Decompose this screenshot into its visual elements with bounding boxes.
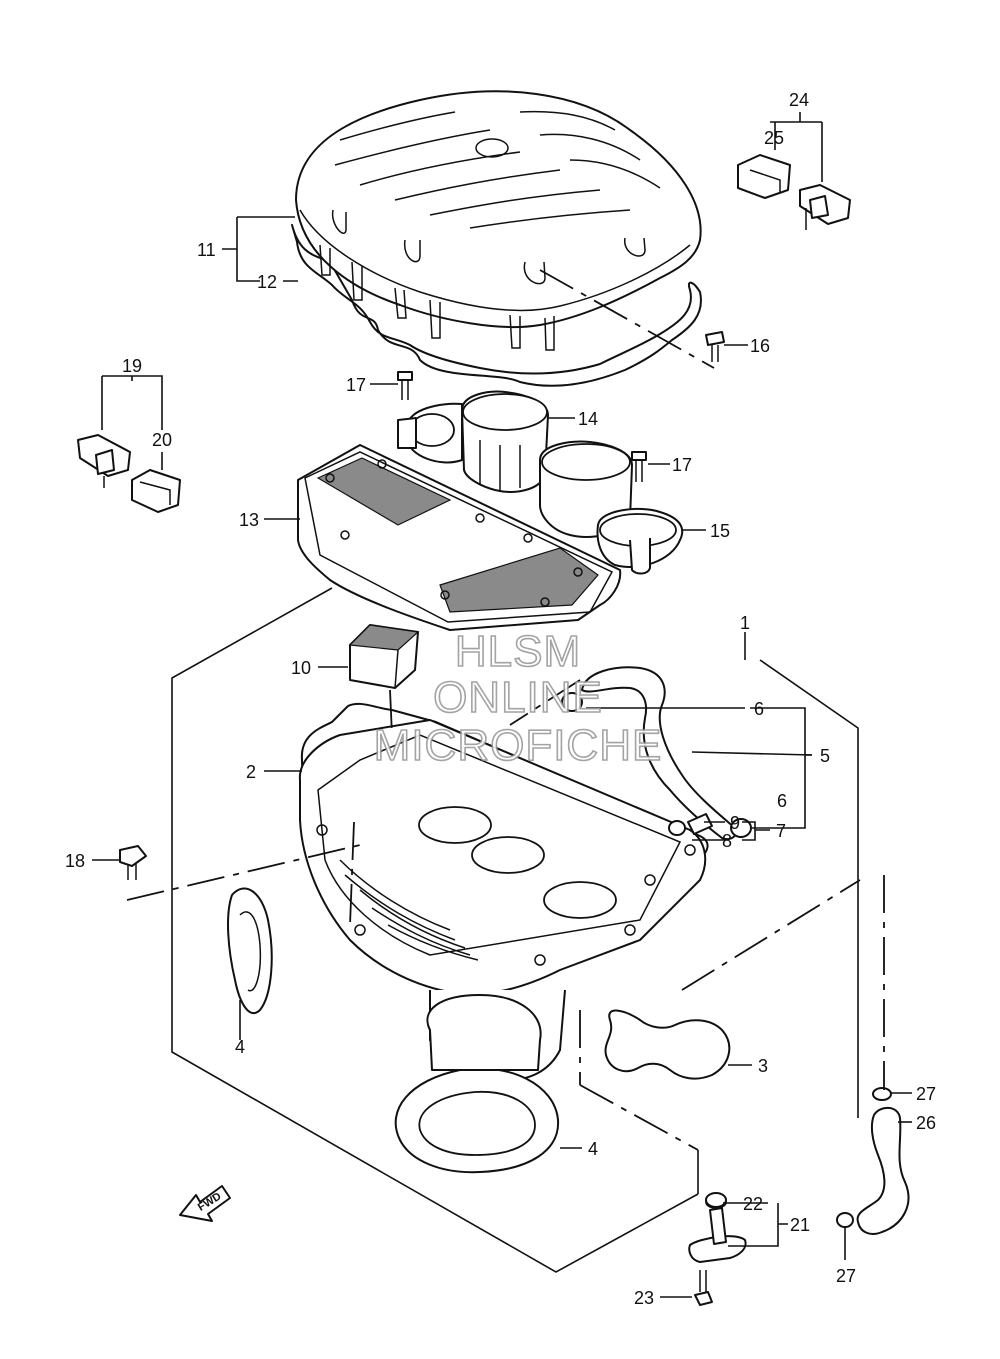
- hose-5: [581, 666, 738, 841]
- label-16: 16: [750, 336, 770, 356]
- label-18: 18: [65, 851, 85, 871]
- clamp-6a: [561, 692, 583, 712]
- leader-lines: [92, 112, 912, 1298]
- label-20: 20: [152, 430, 172, 450]
- label-15: 15: [710, 521, 730, 541]
- joint-4-lower: [394, 994, 560, 1174]
- label-17b: 17: [672, 455, 692, 475]
- label-21: 21: [790, 1215, 810, 1235]
- funnel-14: [407, 390, 549, 493]
- clamp-27-top: [872, 1087, 892, 1101]
- sensor-19: [77, 434, 131, 488]
- label-8: 8: [722, 831, 732, 851]
- part-numbers: 1 2 3 4 4 5 6 6 7 8 9 10 11 12 13 14 15 …: [65, 90, 936, 1308]
- label-3: 3: [758, 1056, 768, 1076]
- screw-23: [694, 1270, 713, 1306]
- seal-3: [604, 1009, 731, 1080]
- label-22: 22: [743, 1194, 763, 1214]
- case-frame: [171, 587, 859, 1273]
- label-27a: 27: [916, 1084, 936, 1104]
- fwd-direction-arrow: FWD: [179, 1185, 231, 1222]
- label-4b: 4: [588, 1139, 598, 1159]
- label-6b: 6: [777, 791, 787, 811]
- label-27b: 27: [836, 1266, 856, 1286]
- label-10: 10: [291, 658, 311, 678]
- dash-lines: [126, 269, 885, 1151]
- watermark-line-2: ONLINE: [433, 673, 603, 722]
- label-19: 19: [122, 356, 142, 376]
- label-12: 12: [257, 272, 277, 292]
- bolt-18: [119, 845, 147, 880]
- air-cleaner-cover-11: [295, 90, 702, 351]
- clamp-6b: [730, 818, 752, 838]
- watermark-line-1: HLSM: [455, 627, 581, 676]
- label-2: 2: [246, 762, 256, 782]
- joint-4-left: [227, 887, 273, 1015]
- clamp-27-bottom: [836, 1212, 854, 1228]
- label-9: 9: [730, 813, 740, 833]
- label-1: 1: [740, 613, 750, 633]
- hose-26: [856, 1106, 910, 1235]
- cap-25: [737, 154, 791, 199]
- sensor-24: [799, 184, 851, 230]
- o-ring-22: [705, 1192, 727, 1208]
- funnel-15: [539, 440, 684, 575]
- sponge-10: [348, 624, 420, 689]
- watermark-line-3: MICROFICHE: [374, 721, 663, 770]
- screw-17b: [631, 451, 647, 482]
- label-14: 14: [578, 409, 598, 429]
- cover-seal-12: [291, 224, 702, 387]
- watermark: HLSM ONLINE MICROFICHE: [373, 626, 663, 771]
- label-6a: 6: [754, 699, 764, 719]
- label-13: 13: [239, 510, 259, 530]
- screw-17a: [397, 371, 417, 449]
- label-11: 11: [197, 240, 216, 260]
- cap-20: [131, 469, 181, 513]
- label-7: 7: [776, 821, 786, 841]
- label-5: 5: [820, 746, 830, 766]
- air-filter-element-13: [297, 444, 622, 631]
- screw-16: [705, 331, 725, 362]
- clamp-8: [668, 820, 686, 836]
- label-25: 25: [764, 128, 784, 148]
- label-17a: 17: [346, 375, 366, 395]
- tube-9: [687, 813, 713, 835]
- label-23: 23: [634, 1288, 654, 1308]
- label-24: 24: [789, 90, 809, 110]
- label-4a: 4: [235, 1037, 245, 1057]
- label-26: 26: [916, 1113, 936, 1133]
